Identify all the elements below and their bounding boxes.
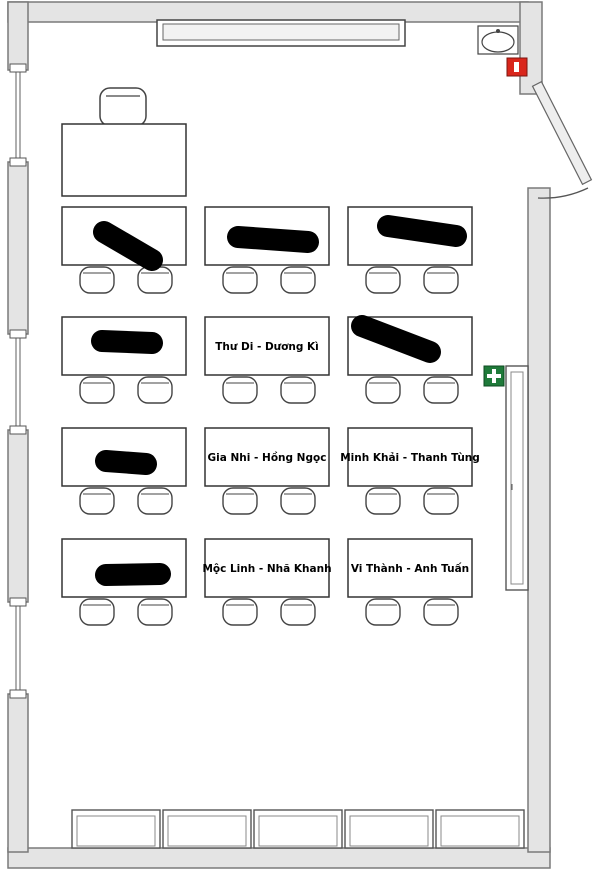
wall-cabinet [505, 365, 529, 591]
student-chair [280, 487, 316, 515]
student-desk [347, 427, 473, 487]
student-chair [280, 376, 316, 404]
student-chair [280, 266, 316, 294]
top-wall [7, 1, 529, 23]
redaction-mark [227, 226, 319, 253]
locker-door [76, 815, 156, 847]
student-chair [137, 487, 173, 515]
desk-student-names: Gia Nhi - Hồng Ngọc [208, 451, 327, 464]
left-wall-segment [7, 161, 29, 335]
student-chair [79, 487, 115, 515]
student-chair [423, 598, 459, 626]
left-wall-segment [7, 1, 29, 71]
left-wall-segment [7, 693, 29, 853]
student-chair [365, 487, 401, 515]
student-chair [423, 376, 459, 404]
right-wall [527, 187, 551, 853]
student-desk [204, 427, 330, 487]
student-chair [423, 266, 459, 294]
desk-student-names: Mộc Linh - Nhã Khanh [202, 563, 331, 575]
wall-joints [9, 63, 27, 699]
teacher-chair [99, 87, 147, 127]
student-desks: Thư Di - Dương Kì Gia Nhi - Hồng Ngọc Minh… [61, 206, 480, 626]
student-chair [280, 598, 316, 626]
student-chair [365, 598, 401, 626]
desk-student-names: Minh Khải - Thanh Tùng [340, 452, 480, 464]
student-chair [137, 598, 173, 626]
student-chair [137, 266, 173, 294]
bottom-wall [7, 847, 551, 869]
locker-door [349, 815, 429, 847]
student-chair [222, 598, 258, 626]
student-chair [423, 487, 459, 515]
student-chair [222, 376, 258, 404]
redaction-mark [93, 221, 163, 271]
locker-door [440, 815, 520, 847]
sink-icon [477, 25, 519, 55]
student-chair [222, 266, 258, 294]
student-chair [365, 376, 401, 404]
student-chair [222, 487, 258, 515]
desk-student-names: Thư Di - Dương Kì [215, 341, 319, 353]
redaction-mark [351, 315, 441, 363]
door-icon [531, 80, 593, 199]
redaction-mark [95, 450, 157, 475]
bottom-lockers [71, 809, 525, 849]
locker-door [167, 815, 247, 847]
student-desk [347, 538, 473, 598]
student-chair [137, 376, 173, 404]
student-desk [204, 316, 330, 376]
top-right-wall [519, 1, 543, 95]
student-chair [79, 598, 115, 626]
left-wall-segment [7, 429, 29, 603]
redaction-mark [95, 563, 171, 586]
walls [7, 1, 551, 869]
student-chair [79, 266, 115, 294]
left-windows [15, 70, 21, 694]
whiteboard [156, 19, 406, 47]
desk-student-names: Vi Thành - Anh Tuấn [351, 562, 469, 575]
teacher-desk [61, 123, 187, 197]
redaction-mark [91, 330, 163, 354]
student-chair [79, 376, 115, 404]
redaction-mark [377, 215, 467, 247]
student-desk [204, 538, 330, 598]
first-aid-icon [483, 365, 505, 387]
student-chair [365, 266, 401, 294]
locker-door [258, 815, 338, 847]
fire-extinguisher-icon [506, 57, 528, 77]
